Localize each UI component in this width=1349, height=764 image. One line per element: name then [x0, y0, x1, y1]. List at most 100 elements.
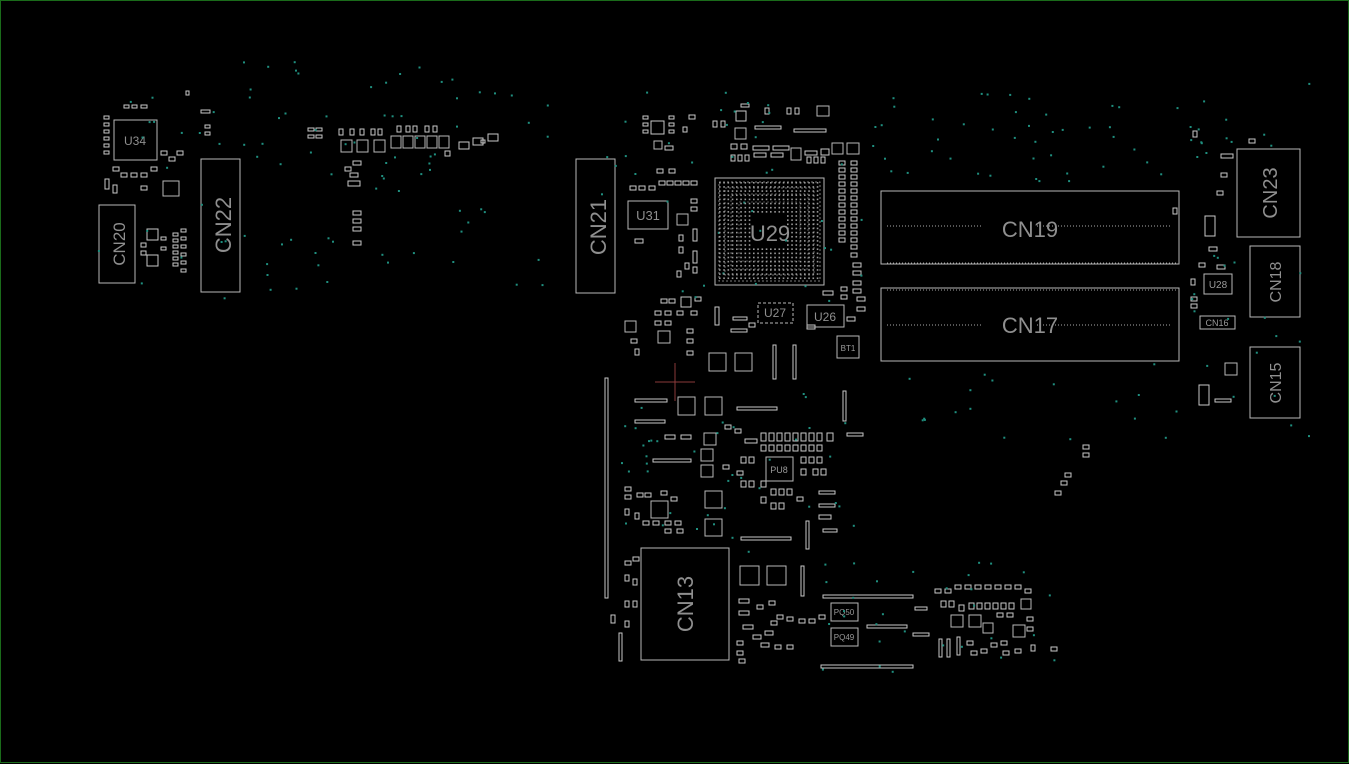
u26-chip[interactable]: U26 — [806, 304, 845, 328]
via — [1028, 124, 1030, 127]
via — [281, 243, 283, 246]
via — [452, 261, 455, 263]
u28-chip[interactable]: U28 — [1203, 273, 1233, 295]
pq50-transistor[interactable]: PQ50 — [830, 602, 859, 622]
bga-ball — [719, 219, 721, 221]
cn22-connector[interactable]: CN22 — [200, 158, 241, 293]
via — [224, 240, 227, 243]
via — [212, 111, 215, 114]
cn19-connector[interactable]: CN19 — [880, 190, 1180, 265]
pq49-transistor[interactable]: PQ49 — [830, 627, 859, 647]
via — [768, 458, 771, 461]
bga-ball — [791, 186, 793, 188]
via — [731, 155, 734, 158]
bga-ball — [753, 206, 755, 209]
bga-ball — [774, 265, 776, 267]
bga-ball — [799, 244, 802, 246]
bga-ball — [753, 198, 755, 201]
bga-ball — [812, 211, 815, 213]
bga-ball — [816, 227, 819, 230]
bga-ball — [719, 211, 721, 213]
via — [923, 418, 926, 421]
bga-ball — [757, 269, 759, 271]
bga-ball — [727, 186, 730, 188]
bga-ball — [782, 206, 785, 209]
cn21-label: CN21 — [586, 199, 611, 255]
via — [1164, 436, 1167, 439]
bga-ball — [816, 211, 819, 213]
bga-ball — [812, 273, 815, 275]
bga-ball — [748, 223, 751, 226]
via — [713, 523, 715, 526]
u31-chip[interactable]: U31 — [627, 200, 669, 230]
bga-ball — [778, 190, 781, 192]
via — [731, 536, 734, 539]
bga-ball — [719, 190, 721, 192]
via — [456, 97, 458, 100]
via — [428, 162, 431, 165]
via — [743, 201, 746, 204]
cn13-connector[interactable]: CN13 — [640, 547, 730, 661]
bga-ball — [782, 277, 785, 280]
bga-ball — [736, 235, 738, 238]
u34-chip[interactable]: U34 — [113, 119, 158, 161]
via — [290, 238, 293, 241]
bga-ball — [719, 186, 721, 188]
bga-ball — [816, 244, 819, 246]
bga-ball — [719, 206, 721, 209]
bga-ball — [719, 227, 721, 230]
bga-ball — [748, 252, 751, 255]
bga-ball — [778, 269, 781, 271]
via — [808, 505, 811, 508]
bga-ball — [753, 273, 755, 275]
bga-ball — [736, 223, 738, 226]
via — [248, 96, 251, 99]
bga-ball — [795, 231, 798, 234]
bga-ball — [740, 190, 742, 192]
bga-ball — [761, 202, 764, 205]
cn16-label: CN16 — [1205, 318, 1228, 328]
bga-ball — [744, 223, 747, 226]
bga-ball — [782, 190, 785, 192]
via — [416, 137, 419, 139]
bt1-battery[interactable]: BT1 — [836, 335, 860, 359]
bga-ball — [816, 231, 819, 234]
via — [983, 373, 986, 376]
cn20-connector[interactable]: CN20 — [98, 204, 136, 284]
via — [314, 252, 317, 254]
cn21-connector[interactable]: CN21 — [575, 158, 616, 294]
u27-chip[interactable]: U27 — [757, 302, 794, 324]
bga-ball — [723, 202, 725, 205]
bga-ball — [812, 206, 815, 209]
via — [820, 220, 823, 222]
via — [838, 505, 841, 508]
bga-ball — [753, 252, 755, 255]
cn16-connector[interactable]: CN16 — [1199, 315, 1236, 330]
via — [381, 253, 384, 256]
cn15-connector[interactable]: CN15 — [1249, 346, 1301, 419]
via — [1227, 317, 1230, 320]
bga-ball — [799, 260, 802, 263]
via — [1205, 152, 1208, 154]
bga-ball — [799, 198, 802, 201]
via — [645, 455, 648, 458]
bga-ball — [787, 223, 789, 226]
bga-ball — [808, 227, 810, 230]
cn23-connector[interactable]: CN23 — [1236, 148, 1301, 238]
bga-ball — [795, 198, 798, 201]
bga-ball — [744, 206, 747, 209]
cn17-connector[interactable]: CN17 — [880, 287, 1180, 362]
via — [1028, 97, 1031, 100]
bga-ball — [748, 182, 751, 184]
bga-ball — [795, 277, 798, 280]
pu8-chip[interactable]: PU8 — [765, 456, 794, 482]
bga-ball — [799, 190, 802, 192]
cn18-connector[interactable]: CN18 — [1249, 245, 1301, 318]
via — [527, 121, 530, 124]
bga-ball — [761, 186, 764, 188]
bga-ball — [731, 194, 734, 197]
bga-ball — [799, 182, 802, 184]
u29-bga-chip[interactable]: U29 — [714, 177, 825, 286]
bga-ball — [795, 248, 798, 250]
